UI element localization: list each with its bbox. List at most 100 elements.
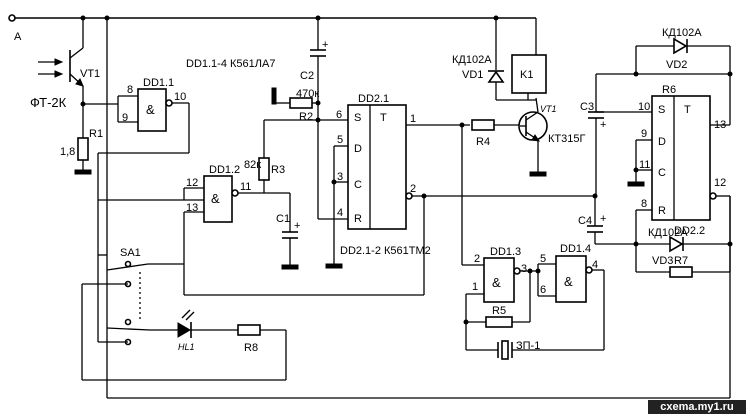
sa1-ref: SA1	[120, 247, 141, 259]
dd11-pin-a: 8	[127, 84, 133, 96]
switch-sa1	[81, 254, 286, 381]
k1-ref: K1	[520, 69, 533, 81]
dd21-pin-d: 5	[337, 134, 343, 146]
dd13-pin-a: 2	[474, 253, 480, 265]
dd13-sym: &	[492, 275, 501, 290]
dd13-pin-b: 1	[472, 281, 478, 293]
dd22-pin-s: 10	[638, 101, 650, 113]
dd11-pin-out: 10	[174, 91, 186, 103]
dd12-pin-out: 11	[240, 181, 251, 193]
dd21-s: S	[354, 112, 361, 124]
diode-vd3	[636, 235, 730, 253]
resistor-r2	[271, 87, 318, 109]
vd3-ref: VD3	[652, 255, 673, 267]
capacitor-c1	[264, 192, 299, 270]
dd21-pin-c: 3	[337, 171, 343, 183]
vt1-npn-ref: VT1	[540, 104, 557, 114]
dd21-d: D	[354, 143, 362, 155]
dd12-pin-b: 13	[186, 202, 198, 214]
dd22-s: S	[658, 104, 665, 116]
hl1-ref: HL1	[178, 342, 195, 352]
c1-ref: C1	[276, 213, 290, 225]
dd22-t: T	[684, 104, 691, 116]
dd21-pin-nq: 2	[410, 183, 416, 195]
phototransistor-vt1	[38, 18, 84, 104]
dd21-pin-r: 4	[337, 207, 343, 219]
dd21-t: T	[380, 112, 387, 124]
light-emit-icon	[181, 309, 191, 319]
dd22-pin-c: 11	[639, 159, 650, 171]
vd2-ref: VD2	[666, 59, 687, 71]
dd22-r6-label: R6	[662, 84, 676, 96]
r3-ref: R3	[271, 164, 285, 176]
dd2-series-title: DD2.1-2 К561ТМ2	[340, 245, 431, 257]
resistor-r5	[466, 316, 530, 328]
zp1-ref: ЗП-1	[516, 340, 540, 352]
light-emit-icon	[185, 311, 195, 321]
dd13-ref: DD1.3	[490, 246, 521, 258]
gate-dd1-1	[97, 88, 190, 255]
dd22-pin-d: 9	[641, 128, 647, 140]
relay-k1	[496, 40, 547, 101]
r8-ref: R8	[244, 342, 258, 354]
capacitor-c2	[310, 18, 326, 219]
transistor-vt1-npn	[518, 97, 548, 177]
top-power-rail	[8, 14, 537, 40]
vd3-type: КД102А	[648, 227, 688, 239]
r4-ref: R4	[476, 136, 490, 148]
dd14-pin-b: 6	[540, 284, 546, 296]
r2-ref: R2	[299, 111, 313, 123]
gate-dd1-3	[461, 125, 521, 350]
vd1-ref: VD1	[462, 69, 483, 81]
dd14-pin-out: 4	[592, 259, 598, 271]
diode-vd2	[635, 37, 731, 74]
dd21-ref: DD2.1	[358, 93, 389, 105]
watermark: cxema.my1.ru	[648, 400, 746, 414]
vt1-ref: VT1	[80, 68, 100, 80]
node-a-label: A	[14, 31, 22, 43]
resistor-r1	[74, 101, 118, 175]
resistor-r7	[636, 266, 730, 278]
capacitor-c3	[588, 111, 604, 196]
c3-plus: +	[600, 119, 606, 131]
piezo-zp1	[466, 340, 604, 360]
c4-plus: +	[600, 213, 606, 225]
dd12-ref: DD1.2	[209, 164, 240, 176]
resistor-r3	[258, 157, 270, 181]
r1-ref: R1	[89, 128, 103, 140]
dd12-sym: &	[211, 191, 220, 206]
flipflop-dd2-1	[318, 104, 595, 295]
dd21-pin-q: 1	[410, 113, 416, 125]
c3-ref: C3	[580, 101, 594, 113]
dd22-d: D	[658, 136, 666, 148]
dd12-pin-a: 12	[186, 177, 198, 189]
dd22-pin-r: 8	[641, 198, 647, 210]
vd2-type: КД102А	[662, 27, 702, 39]
dd22-pin-q: 13	[714, 119, 726, 131]
dd11-sym: &	[146, 102, 155, 117]
diode-vd1	[487, 18, 505, 100]
dd14-sym: &	[564, 274, 573, 289]
vd1-type: КД102А	[452, 54, 492, 66]
vt1-type: ФТ-2К	[30, 95, 67, 110]
capacitor-c4	[587, 225, 636, 245]
vt1-npn-type: КТ315Г	[548, 133, 585, 145]
dd11-pin-b: 9	[122, 112, 128, 124]
resistor-r4	[471, 119, 520, 131]
dd22-r: R	[658, 205, 666, 217]
r5-ref: R5	[492, 305, 506, 317]
c1-plus: +	[294, 220, 300, 232]
dd22-c: C	[658, 167, 666, 179]
flipflop-dd2-2	[107, 71, 733, 399]
r7-ref: R7	[674, 255, 688, 267]
resistor-r8	[237, 324, 287, 380]
dd22-ref: DD2.2	[674, 225, 705, 237]
dd13-pin-out: 3	[521, 263, 527, 275]
led-hl1	[177, 309, 238, 338]
dd21-pin-s: 6	[336, 109, 342, 121]
r2-value: 470к	[296, 88, 319, 100]
r3-value: 82к	[244, 159, 261, 171]
c2-ref: C2	[300, 70, 314, 82]
gate-dd1-4	[520, 255, 605, 350]
